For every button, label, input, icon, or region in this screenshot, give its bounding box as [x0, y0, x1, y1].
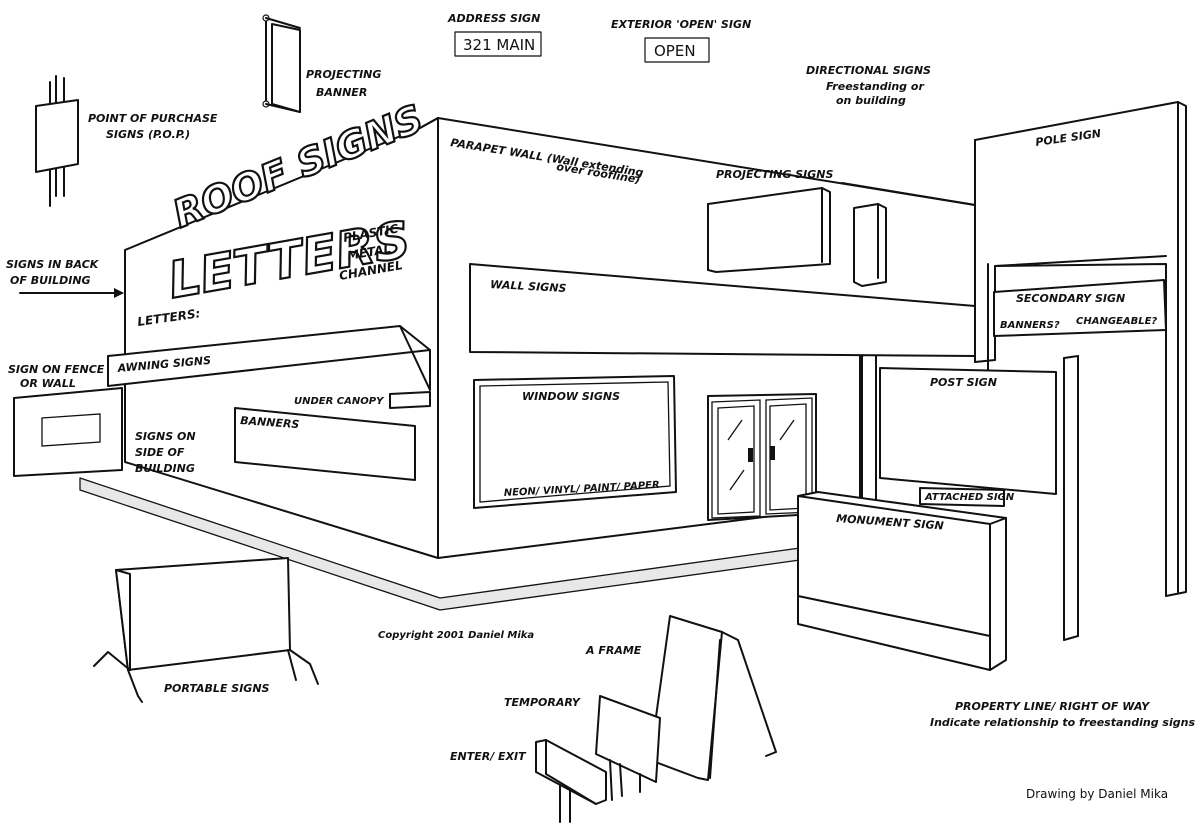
property-line-note: Indicate relationship to freestanding si…: [930, 716, 1195, 729]
attached-sign-label: ATTACHED SIGN: [924, 492, 1015, 503]
back-of-building-label-1: SIGNS IN BACK: [6, 258, 100, 271]
address-sign-label: ADDRESS SIGN: [447, 12, 540, 25]
projecting-sign-box: [707, 187, 831, 273]
monument-sign: [797, 491, 1007, 671]
a-frame-label: A FRAME: [585, 644, 642, 657]
property-line-label: PROPERTY LINE/ RIGHT OF WAY: [955, 700, 1150, 713]
fence-label-2: OR WALL: [20, 377, 76, 390]
window-sign: [473, 375, 677, 509]
secondary-sign: [993, 279, 1167, 337]
open-value: OPEN: [654, 42, 696, 60]
projecting-signs-label: PROJECTING SIGNS: [716, 168, 833, 181]
portable-signs-label: PORTABLE SIGNS: [164, 682, 270, 695]
banners-label: BANNERS: [240, 414, 300, 431]
side-of-building-label-1: SIGNS ON: [135, 430, 196, 443]
window-signs-label: WINDOW SIGNS: [522, 390, 620, 403]
post-sign-label: POST SIGN: [930, 376, 997, 389]
open-sign-box: [644, 37, 710, 63]
awning: [107, 325, 431, 409]
fence-label-1: SIGN ON FENCE: [8, 363, 105, 376]
arrow-icon: [19, 288, 124, 298]
pop-label-2: SIGNS (P.O.P.): [106, 128, 190, 141]
entry-columns: [861, 355, 877, 506]
side-of-building-label-3: BUILDING: [135, 462, 195, 475]
enter-exit-label: ENTER/ EXIT: [450, 750, 527, 763]
directional-sub-2: on building: [836, 94, 906, 107]
post-sign: [879, 355, 1079, 641]
a-frame-sign: [649, 615, 777, 781]
enter-exit-sign: [535, 739, 607, 823]
pole-sign: [974, 101, 1187, 597]
attached-sign: [919, 487, 1005, 507]
portable-sign: [93, 557, 319, 703]
banner-sign: [234, 407, 416, 481]
secondary-sign-label: SECONDARY SIGN: [1016, 292, 1125, 305]
temporary-sign: [595, 695, 661, 801]
roofline: [841, 182, 976, 206]
fence-sign: [13, 387, 123, 477]
credit-text: Drawing by Daniel Mika: [1026, 787, 1168, 801]
directional-label: DIRECTIONAL SIGNS: [806, 64, 931, 77]
side-of-building-label-2: SIDE OF: [135, 446, 185, 459]
projecting-banner: [262, 14, 301, 113]
projecting-banner-label-2: BANNER: [316, 86, 367, 99]
projecting-banner-label-1: PROJECTING: [306, 68, 381, 81]
under-canopy-label: UNDER CANOPY: [294, 396, 385, 407]
back-of-building-label-2: OF BUILDING: [10, 274, 91, 287]
open-sign-label: EXTERIOR 'OPEN' SIGN: [611, 18, 751, 31]
projecting-sign-blade: [853, 203, 887, 287]
wall-signs-label: WALL SIGNS: [490, 278, 567, 295]
changeable-question: CHANGEABLE?: [1076, 316, 1157, 327]
banners-question: BANNERS?: [1000, 320, 1060, 331]
temporary-label: TEMPORARY: [504, 696, 581, 709]
pop-sign: [35, 75, 79, 207]
copyright-text: Copyright 2001 Daniel Mika: [378, 630, 534, 641]
pop-label-1: POINT OF PURCHASE: [88, 112, 218, 125]
address-sign-box: [454, 31, 542, 57]
address-value: 321 MAIN: [463, 36, 535, 54]
directional-sub-1: Freestanding or: [826, 80, 924, 93]
